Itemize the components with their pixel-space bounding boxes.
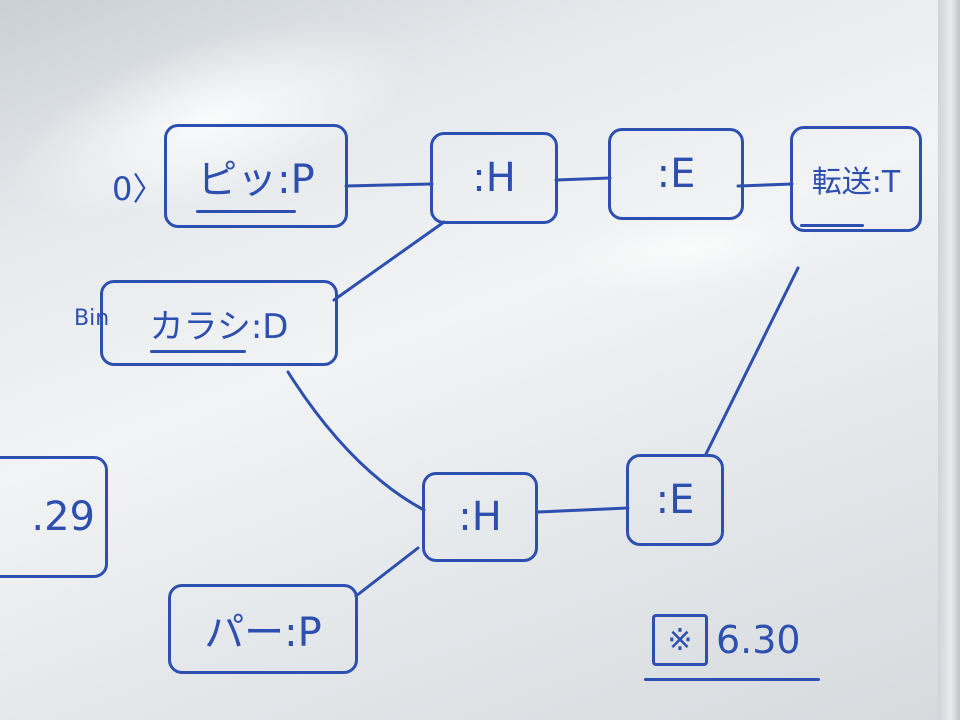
node-d: カラシ:D xyxy=(100,280,338,366)
footer-note-text: 6.30 xyxy=(716,618,801,662)
node-h-bottom: :H xyxy=(422,472,538,562)
node-t: 転送:T xyxy=(790,126,922,232)
node-d-underline xyxy=(150,350,246,353)
node-p-bottom: パー:P xyxy=(168,584,358,674)
node-t-underline xyxy=(800,224,864,227)
d-node-side-label: Bin xyxy=(74,306,110,331)
edge-e-bottom-to-t xyxy=(704,266,800,456)
partial-box-label: .29 xyxy=(31,494,95,540)
node-t-label: 転送:T xyxy=(811,165,901,200)
node-p-top: ピッ:P xyxy=(164,124,348,228)
edge-h-bottom-to-e-bottom xyxy=(536,506,630,514)
node-e-top-label: :E xyxy=(656,151,696,197)
node-d-label: カラシ:D xyxy=(149,306,289,347)
node-h-bottom-label: :H xyxy=(458,494,502,540)
footer-note-underline xyxy=(644,678,820,681)
node-e-bottom-label: :E xyxy=(655,477,695,523)
p-top-side-label: 0〉 xyxy=(112,170,165,208)
edge-p-top-to-h-top xyxy=(344,182,434,188)
node-p-bottom-label: パー:P xyxy=(204,610,322,656)
partial-box-left-edge: .29 xyxy=(0,456,108,578)
node-e-bottom: :E xyxy=(626,454,724,546)
edge-h-top-to-e-top xyxy=(554,176,612,182)
edge-d-to-h-bottom xyxy=(286,370,426,512)
node-h-top-label: :H xyxy=(472,155,516,201)
footer-note-marker: ※ xyxy=(652,614,708,666)
node-p-top-underline xyxy=(196,210,296,213)
edge-d-to-h-top xyxy=(332,220,446,302)
node-e-top: :E xyxy=(608,128,744,220)
footer-note-marker-glyph: ※ xyxy=(667,622,693,658)
node-h-top: :H xyxy=(430,132,558,224)
edge-e-top-to-t xyxy=(736,182,794,188)
whiteboard-frame-edge xyxy=(938,0,960,720)
edge-p-bottom-to-h-bottom xyxy=(354,546,420,598)
node-p-top-label: ピッ:P xyxy=(197,157,315,203)
